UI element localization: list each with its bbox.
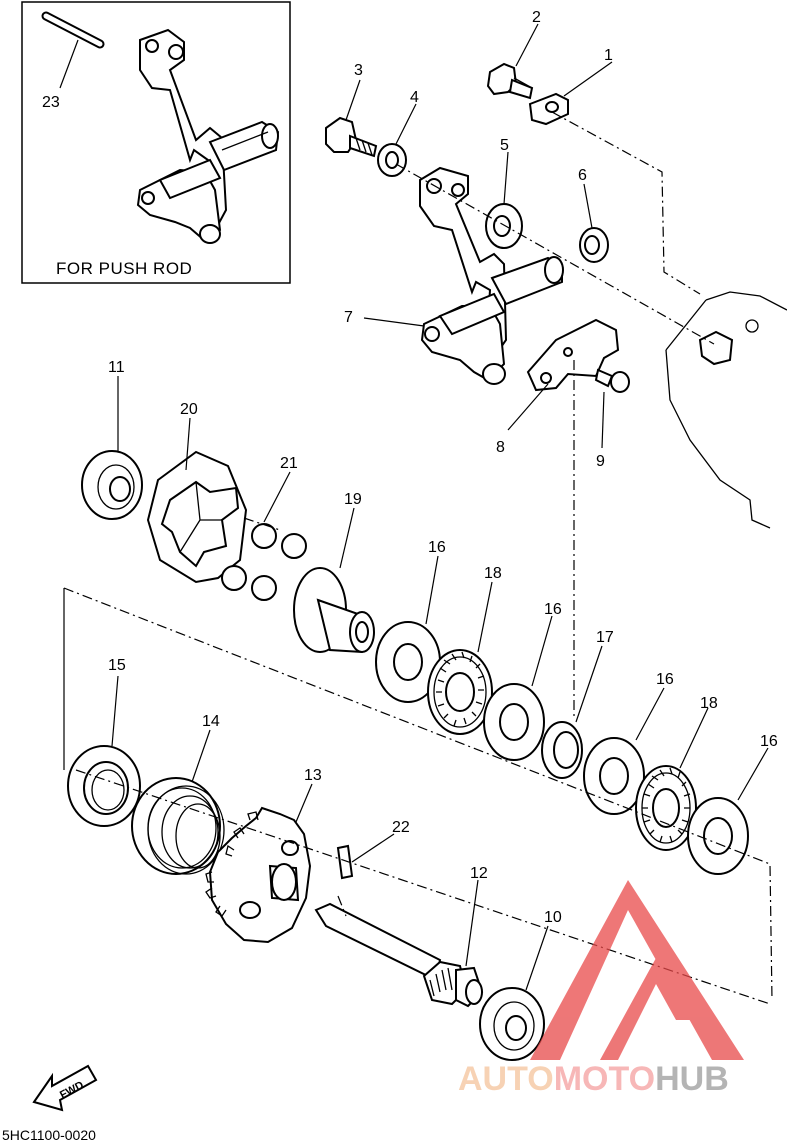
assembly-line-4 [63,587,773,1001]
callout-16c: 16 [656,671,674,688]
part-16d-washer [687,797,749,875]
callout-14: 14 [202,713,220,730]
part-9-screw [594,368,630,393]
callout-16a: 16 [428,539,446,556]
callout-4: 4 [410,89,419,106]
fwd-arrow-icon: FWD [32,1064,98,1112]
callout-18b: 18 [700,695,718,712]
drawing-code: 5HC1100-0020 [2,1127,96,1143]
engine-case-outline [665,291,787,529]
part-18a-thrust-bearing [427,649,493,735]
callout-15: 15 [108,657,126,674]
part-3-bolt [325,116,378,158]
push-rod-inset: 23 FOR PUSH ROD [21,1,291,284]
watermark-logo: AUTOMOTOHUB [458,880,744,1098]
watermark-moto: MOTO [554,1060,655,1098]
callout-5: 5 [500,137,509,154]
inset-lever-assembly [136,28,280,244]
part-10-bearing [479,987,545,1061]
part-22-pin [336,844,354,880]
callout-1: 1 [604,47,613,64]
assembly-line-8 [337,895,347,917]
part-7-lever-shaft [419,166,564,385]
watermark-hub: HUB [655,1060,729,1098]
callout-19: 19 [344,491,362,508]
part-14-spring [131,777,225,875]
callout-6: 6 [578,167,587,184]
watermark-triangle-icon [530,880,744,1060]
part-16a-washer [375,621,441,703]
part-1-washer [528,92,569,126]
pin-23-drawing [41,11,105,49]
callout-13: 13 [304,767,322,784]
watermark-auto: AUTO [458,1060,554,1098]
callout-12: 12 [470,865,488,882]
callout-23: 23 [42,94,60,111]
callout-9: 9 [596,453,605,470]
callout-17: 17 [596,629,614,646]
part-17-collar [541,721,583,779]
part-5-collar [485,203,523,249]
callout-21: 21 [280,455,298,472]
part-12-shaft [314,902,484,1008]
part-2-bolt [486,62,534,100]
callout-3: 3 [354,62,363,79]
part-18b-thrust-bearing [635,765,697,851]
part-19-collar [293,567,375,654]
assembly-line-1 [551,111,701,295]
part-20-cam [146,450,248,584]
callout-18a: 18 [484,565,502,582]
callout-2: 2 [532,9,541,26]
callout-numbers: 1 2 3 4 5 6 7 8 9 10 11 12 13 14 15 16 1… [108,9,778,926]
callout-leaders [111,23,769,991]
part-15-seal [67,745,141,827]
part-16c-washer [583,737,645,815]
callout-10: 10 [544,909,562,926]
svg-text:AUTOMOTOHUB: AUTOMOTOHUB [458,1060,729,1098]
callout-22: 22 [392,819,410,836]
part-4-washer [377,143,407,177]
callout-11: 11 [108,359,125,376]
assembly-line-7 [243,517,281,531]
callout-8: 8 [496,439,505,456]
assembly-line-2 [395,163,715,345]
part-8-bracket [526,318,620,392]
callout-16d: 16 [760,733,778,750]
callout-7: 7 [344,309,353,326]
part-6-seal [579,227,609,263]
assembly-line-6 [75,769,771,1005]
callout-20: 20 [180,401,198,418]
callout-16b: 16 [544,601,562,618]
part-13-gear [205,806,312,944]
part-16b-washer [483,683,545,761]
part-21-balls [221,523,307,601]
inset-label: FOR PUSH ROD [56,259,192,278]
part-11-bearing [81,450,143,520]
